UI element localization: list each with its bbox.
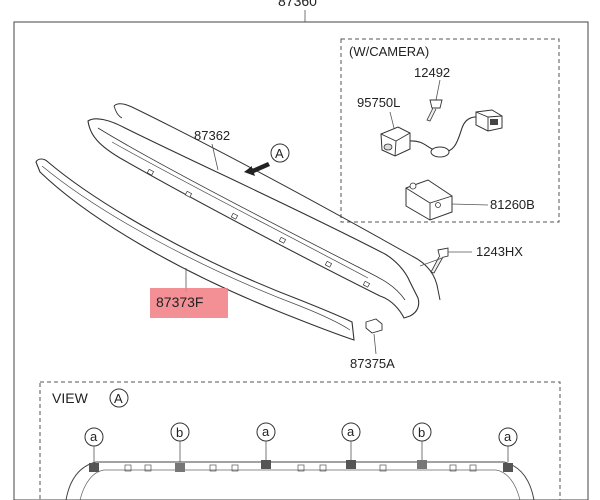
camera-unit xyxy=(380,126,411,157)
garnish-upper-87362 xyxy=(87,118,420,319)
clip-callout[interactable]: a xyxy=(84,427,104,462)
molding-lower-87373F xyxy=(35,158,355,341)
part-number-1243HX: 1243HX xyxy=(476,244,523,259)
clip-a xyxy=(89,463,99,472)
part-label-12492[interactable]: 12492 xyxy=(414,65,450,80)
seal-strip xyxy=(113,103,441,301)
view-arrow-ref: A xyxy=(275,146,284,161)
clip-b xyxy=(417,460,427,469)
clip-callout-letter: a xyxy=(504,429,512,444)
clip-a xyxy=(261,460,271,469)
part-label-95750L[interactable]: 95750L xyxy=(357,95,400,110)
part-number-81260B: 81260B xyxy=(490,197,535,212)
part-number-12492: 12492 xyxy=(414,65,450,80)
view-a-box: VIEW A a b a a b xyxy=(39,381,561,500)
part-label-87375A[interactable]: 87375A xyxy=(350,356,395,371)
camera-connector xyxy=(475,109,503,132)
assembly-frame xyxy=(13,21,589,500)
view-arrow: A xyxy=(244,143,290,176)
part-number-87362: 87362 xyxy=(194,128,230,143)
camera-option-box: (W/CAMERA) 12492 95750L xyxy=(340,38,560,223)
clip-callout-letter: a xyxy=(262,424,270,439)
part-label-81260B[interactable]: 81260B xyxy=(490,197,535,212)
clip-callout-letter: a xyxy=(347,424,355,439)
cap-87375A xyxy=(365,318,383,334)
part-label-1243HX[interactable]: 1243HX xyxy=(476,244,523,259)
clip-callout-letter: b xyxy=(418,425,425,440)
clip-callout-letter: b xyxy=(176,425,183,440)
clip-callout[interactable]: a xyxy=(498,427,518,462)
view-title: VIEW xyxy=(52,390,89,406)
camera-wire xyxy=(409,116,483,153)
clip-a xyxy=(346,460,356,469)
clip-callout[interactable]: a xyxy=(256,422,276,462)
clip-callout-letter: a xyxy=(90,429,98,444)
assembly-number: 87360 xyxy=(278,0,317,9)
garnish-rear-view xyxy=(65,461,535,500)
view-ref: A xyxy=(114,391,123,406)
clip-callout[interactable]: a xyxy=(341,422,361,462)
rear-tabs xyxy=(124,464,477,472)
part-number-87375A: 87375A xyxy=(350,356,395,371)
screw-12492 xyxy=(426,99,443,122)
part-label-87362[interactable]: 87362 xyxy=(194,128,230,143)
clip-callout[interactable]: b xyxy=(170,422,190,462)
camera-box-title: (W/CAMERA) xyxy=(349,44,429,59)
clip-b xyxy=(175,463,185,472)
part-number-95750L: 95750L xyxy=(357,95,400,110)
clip-a xyxy=(503,463,513,472)
part-highlight-87373F xyxy=(150,288,228,318)
camera-bracket xyxy=(405,179,453,221)
clip-callout[interactable]: b xyxy=(412,422,432,462)
part-number-87373F: 87373F xyxy=(156,294,203,310)
screw-1243HX xyxy=(430,247,449,274)
part-label-87373F[interactable]: 87373F xyxy=(150,288,228,318)
